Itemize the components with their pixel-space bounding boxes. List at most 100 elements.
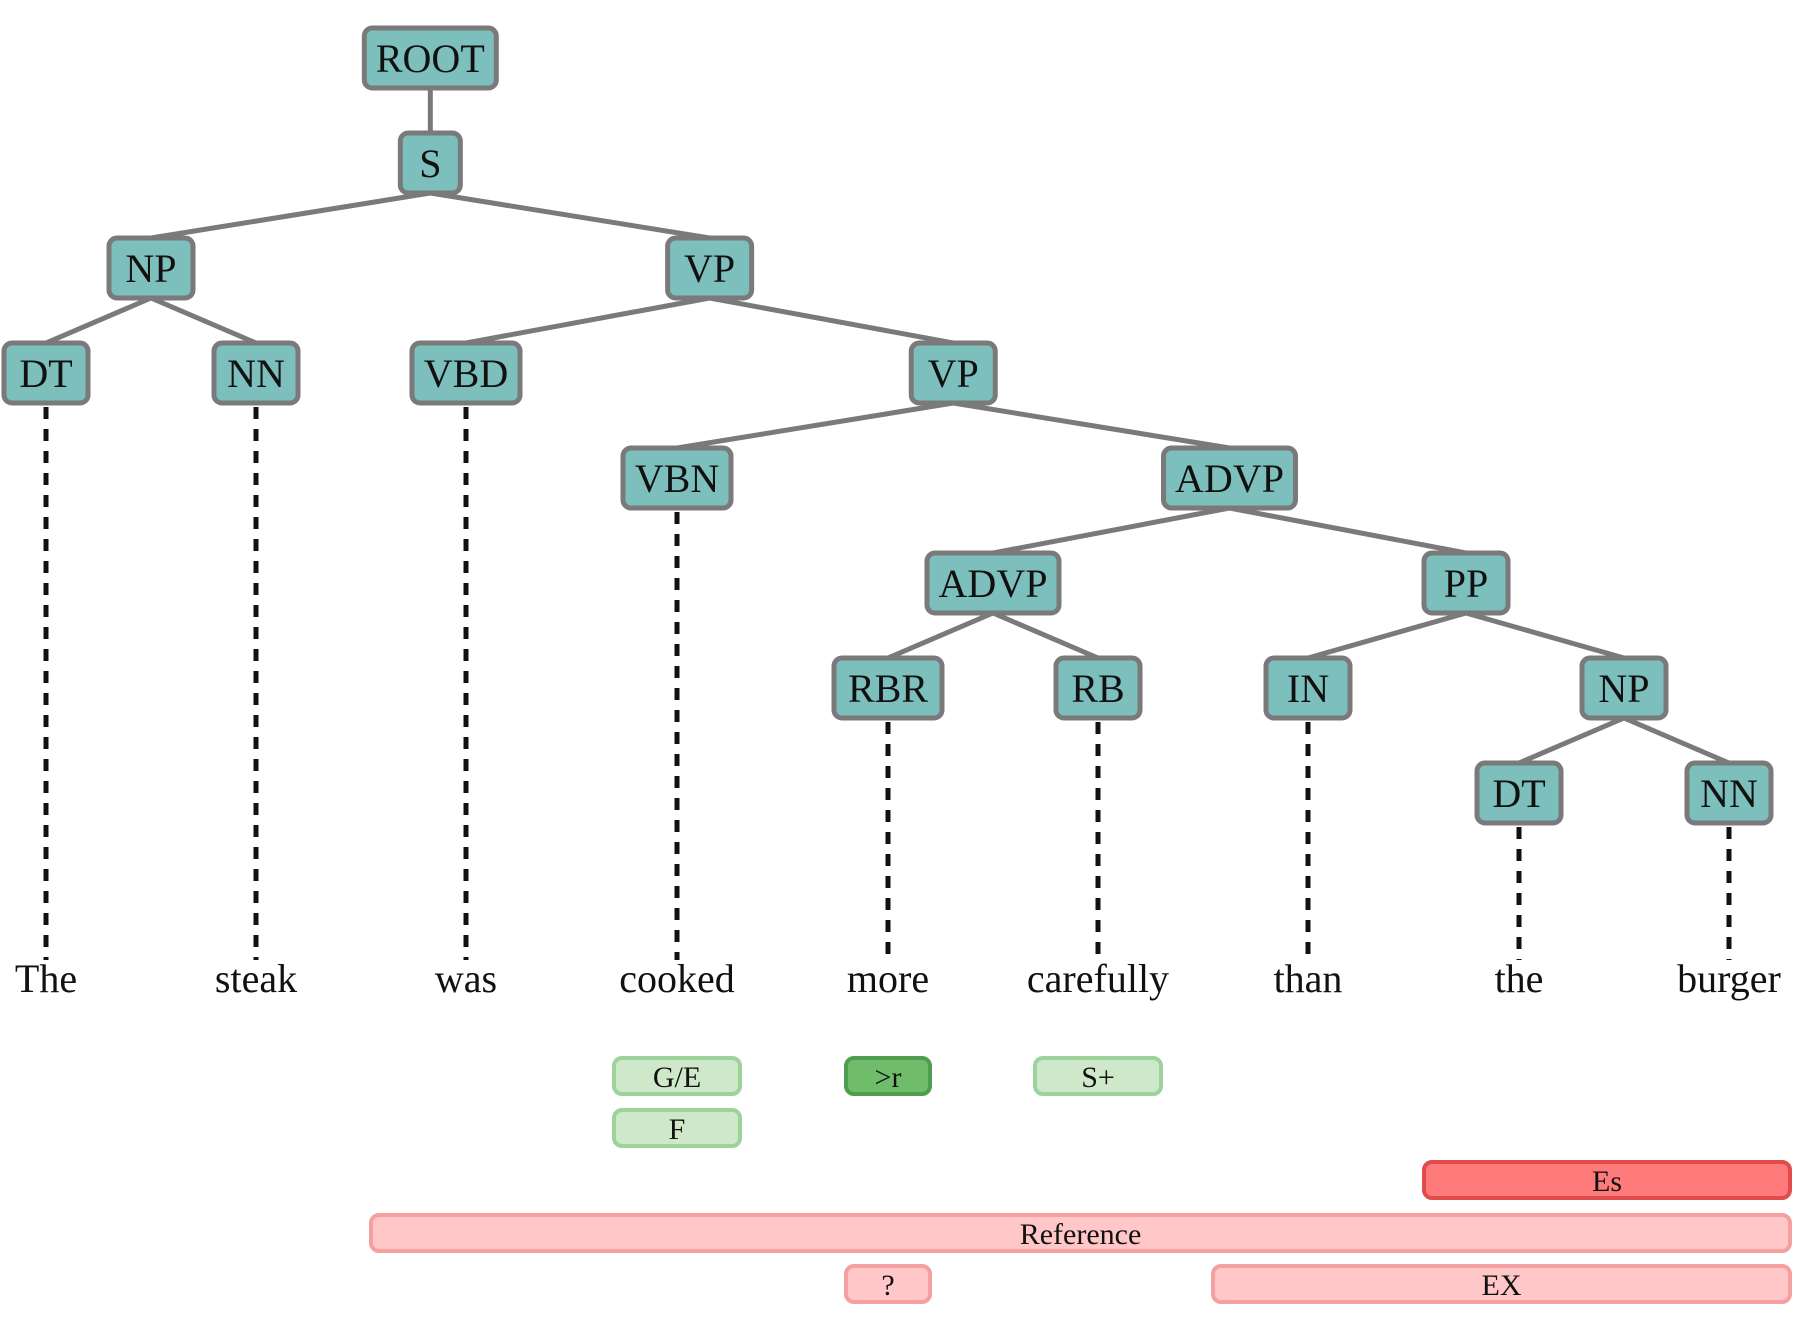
tree-edge	[1465, 610, 1625, 661]
tree-node-advp: ADVP	[1161, 445, 1298, 511]
tree-node-label: NN	[227, 351, 285, 396]
annotation-label: F	[669, 1113, 686, 1146]
tree-node-label: DT	[19, 351, 72, 396]
tree-node-vp: VP	[665, 235, 755, 301]
tree-edge	[465, 295, 711, 346]
sentence-word: The	[15, 956, 77, 1001]
tree-edge	[1623, 715, 1730, 766]
tree-node-box	[831, 655, 945, 721]
tree-node-vbd: VBD	[409, 340, 523, 406]
tree-node-label: ADVP	[939, 561, 1048, 606]
annotation-span: Es	[1422, 1160, 1792, 1200]
annotation-span: EX	[1211, 1264, 1792, 1304]
annotation-label: EX	[1482, 1269, 1522, 1302]
tree-node-box	[1053, 655, 1143, 721]
tree-node-vbn: VBN	[620, 445, 734, 511]
tree-node-label: S	[419, 141, 441, 186]
annotation-span: Reference	[369, 1213, 1792, 1253]
tree-node-box	[361, 25, 499, 91]
tree-node-box	[397, 130, 463, 196]
annotation-label: S+	[1081, 1061, 1115, 1094]
tree-node-label: IN	[1287, 666, 1329, 711]
tree-node-box	[1161, 445, 1298, 511]
tree-node-box	[908, 340, 998, 406]
tree-node-nn: NN	[1684, 760, 1774, 826]
tree-node-in: IN	[1263, 655, 1353, 721]
tree-node-box	[1579, 655, 1669, 721]
tree-node-box	[1684, 760, 1774, 826]
tree-nodes: ROOT S NP DT NN VP VBD VP VBN ADVP ADVP RBR RB PP IN NP…	[1, 25, 1774, 826]
tree-node-label: NP	[125, 246, 176, 291]
annotation-label: G/E	[653, 1061, 701, 1094]
tree-node-label: NN	[1700, 771, 1758, 816]
tree-node-label: VP	[928, 351, 979, 396]
tree-node-rb: RB	[1053, 655, 1143, 721]
tree-edge	[676, 400, 954, 451]
tree-node-label: RBR	[848, 666, 928, 711]
annotation-label: >r	[875, 1061, 902, 1094]
tree-node-box	[1421, 550, 1511, 616]
tree-edge	[150, 190, 431, 241]
tree-edge	[952, 400, 1230, 451]
tree-node-label: DT	[1492, 771, 1545, 816]
annotation-span: F	[612, 1108, 742, 1148]
tree-node-label: VBD	[424, 351, 508, 396]
annotation-box	[1211, 1264, 1792, 1304]
tree-edge	[150, 295, 257, 346]
tree-node-box	[924, 550, 1062, 616]
sentence-word: steak	[215, 956, 297, 1001]
tree-node-label: ROOT	[376, 36, 485, 81]
annotation-span: ?	[844, 1264, 932, 1304]
sentence-word: than	[1274, 956, 1343, 1001]
annotation-box	[844, 1056, 932, 1096]
annotation-box	[369, 1213, 1792, 1253]
annotation-box	[612, 1108, 742, 1148]
annotation-box	[1033, 1056, 1163, 1096]
tree-edge	[709, 295, 954, 346]
annotation-label: ?	[881, 1269, 894, 1302]
tree-node-box	[211, 340, 301, 406]
tree-node-dt: DT	[1474, 760, 1564, 826]
tree-node-advp: ADVP	[924, 550, 1062, 616]
tree-node-rbr: RBR	[831, 655, 945, 721]
tree-node-box	[106, 235, 196, 301]
tree-edge	[1229, 505, 1467, 556]
tree-node-label: VBN	[635, 456, 719, 501]
tree-node-box	[665, 235, 755, 301]
tree-edge	[887, 610, 994, 661]
tree-node-box	[1, 340, 91, 406]
tree-node-box	[1263, 655, 1353, 721]
annotation-span: S+	[1033, 1056, 1163, 1096]
tree-node-label: PP	[1444, 561, 1489, 606]
sentence-word: was	[435, 956, 497, 1001]
tree-node-pp: PP	[1421, 550, 1511, 616]
tree-node-box	[1474, 760, 1564, 826]
annotation-span: G/E	[612, 1056, 742, 1096]
sentence-word: more	[847, 956, 929, 1001]
tree-edge	[1518, 715, 1625, 766]
tree-node-box	[620, 445, 734, 511]
annotation-label: Es	[1592, 1165, 1622, 1198]
sentence-word: cooked	[619, 956, 735, 1001]
tree-edges	[45, 88, 1730, 766]
tree-node-label: NP	[1598, 666, 1649, 711]
tree-node-dt: DT	[1, 340, 91, 406]
tree-node-root: ROOT	[361, 25, 499, 91]
tree-node-nn: NN	[211, 340, 301, 406]
tree-node-s: S	[397, 130, 463, 196]
tree-node-label: RB	[1071, 666, 1124, 711]
annotation-label: Reference	[1020, 1218, 1142, 1251]
tree-edge	[45, 295, 152, 346]
tree-node-label: ADVP	[1175, 456, 1284, 501]
sentence-word: the	[1495, 956, 1544, 1001]
tree-node-box	[409, 340, 523, 406]
tree-node-label: VP	[684, 246, 735, 291]
annotation-box	[844, 1264, 932, 1304]
annotation-box	[1422, 1160, 1792, 1200]
annotation-span: >r	[844, 1056, 932, 1096]
tree-edge	[429, 190, 711, 241]
tree-edge	[992, 505, 1230, 556]
tree-node-np: NP	[1579, 655, 1669, 721]
